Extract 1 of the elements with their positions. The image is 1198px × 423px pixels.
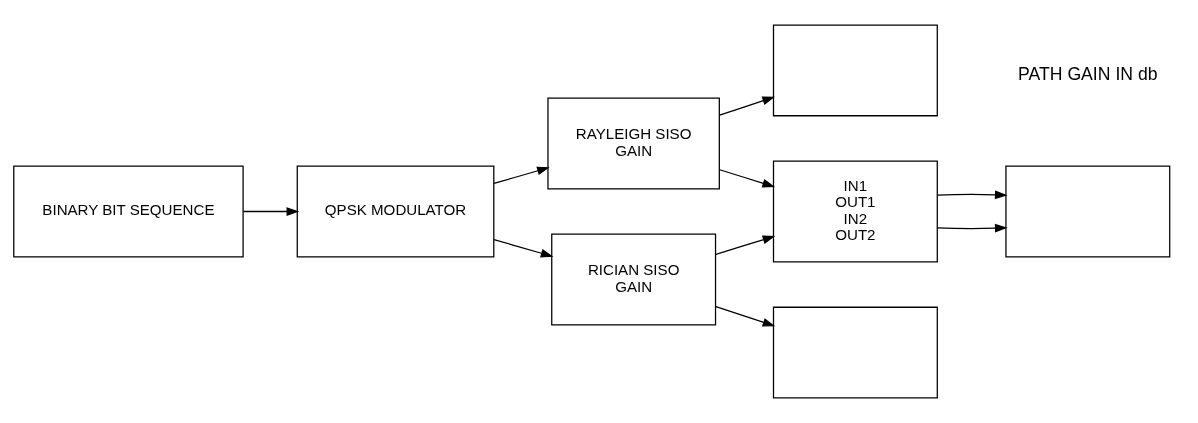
- label: PATH GAIN IN db: [1018, 64, 1158, 85]
